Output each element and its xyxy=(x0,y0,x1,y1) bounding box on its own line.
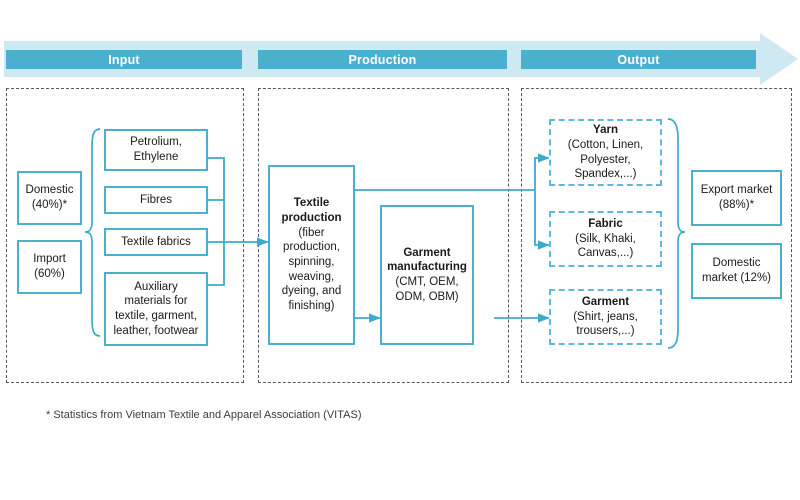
output-market-export-line2: (88%)* xyxy=(718,199,755,211)
output-product-fabric-title: Fabric xyxy=(588,217,623,230)
input-source-domestic[interactable]: Domestic (40%)* xyxy=(17,171,82,225)
section-frame-output xyxy=(521,88,792,383)
input-material-auxiliary-label: Auxiliary materials for textile, garment… xyxy=(113,280,199,337)
input-material-fibres-label: Fibres xyxy=(140,193,172,206)
output-product-garment-detail: (Shirt, jeans, trousers,...) xyxy=(573,310,638,338)
phase-label-input: Input xyxy=(108,52,140,67)
output-product-garment-title: Garment xyxy=(581,295,630,308)
output-market-domestic-line1: Domestic xyxy=(712,257,761,270)
production-step-garment-title: Garment xyxy=(403,246,451,259)
output-product-yarn[interactable]: Yarn (Cotton, Linen, Polyester, Spandex,… xyxy=(549,119,662,186)
production-step-garment-title2: manufacturing xyxy=(387,261,467,274)
phase-bar-production[interactable]: Production xyxy=(258,50,507,69)
output-product-yarn-detail: (Cotton, Linen, Polyester, Spandex,...) xyxy=(567,138,644,181)
production-step-textile[interactable]: Textile production (fiber production, sp… xyxy=(268,165,355,345)
phase-bar-input[interactable]: Input xyxy=(6,50,242,69)
input-material-petrolium[interactable]: Petrolium, Ethylene xyxy=(104,129,208,171)
output-market-export-line1: Export market xyxy=(700,184,773,197)
input-source-import[interactable]: Import (60%) xyxy=(17,240,82,294)
output-product-yarn-title: Yarn xyxy=(593,124,618,137)
input-material-fibres[interactable]: Fibres xyxy=(104,186,208,214)
output-market-export[interactable]: Export market (88%)* xyxy=(691,170,782,226)
production-step-textile-detail: (fiber production, spinning, weaving, dy… xyxy=(281,226,342,313)
input-source-import-line1: Import xyxy=(33,253,66,266)
input-source-domestic-line1: Domestic xyxy=(25,184,74,197)
output-market-domestic-line2: market (12%) xyxy=(701,272,772,284)
section-frame-production xyxy=(258,88,509,383)
output-market-domestic[interactable]: Domestic market (12%) xyxy=(691,243,782,299)
phase-label-production: Production xyxy=(348,52,417,67)
input-material-textile-fabrics-label: Textile fabrics xyxy=(121,235,191,248)
production-step-textile-title: Textile xyxy=(293,197,330,210)
section-frame-input xyxy=(6,88,244,383)
production-step-garment-detail: (CMT, OEM, ODM, OBM) xyxy=(395,276,459,303)
phase-label-output: Output xyxy=(617,52,660,67)
input-material-petrolium-label: Petrolium, Ethylene xyxy=(130,136,182,163)
input-source-import-line2: (60%) xyxy=(34,268,65,280)
input-material-auxiliary[interactable]: Auxiliary materials for textile, garment… xyxy=(104,272,208,346)
production-step-textile-title2: production xyxy=(281,211,342,224)
phase-bar-output[interactable]: Output xyxy=(521,50,756,69)
output-product-garment[interactable]: Garment (Shirt, jeans, trousers,...) xyxy=(549,289,662,345)
input-source-domestic-line2: (40%)* xyxy=(31,199,68,211)
footnote: * Statistics from Vietnam Textile and Ap… xyxy=(46,409,362,421)
output-product-fabric-detail: (Silk, Khaki, Canvas,...) xyxy=(575,232,636,260)
output-product-fabric[interactable]: Fabric (Silk, Khaki, Canvas,...) xyxy=(549,211,662,267)
production-step-garment[interactable]: Garment manufacturing (CMT, OEM, ODM, OB… xyxy=(380,205,474,345)
input-material-textile-fabrics[interactable]: Textile fabrics xyxy=(104,228,208,256)
